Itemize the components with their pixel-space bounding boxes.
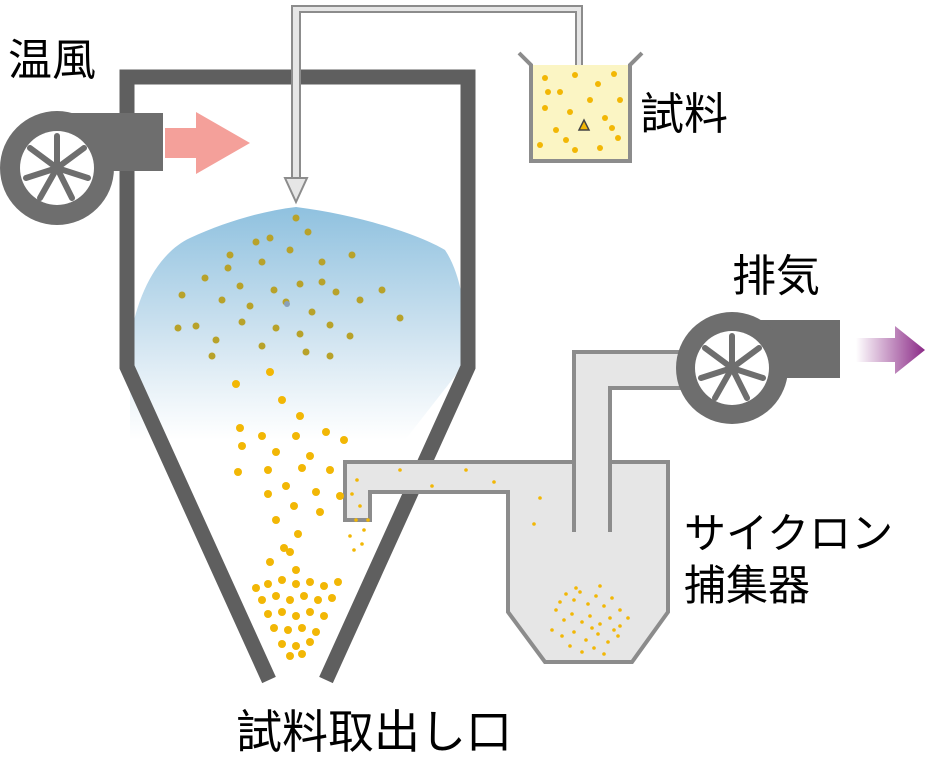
cyclone-collected-particles [550, 584, 630, 656]
blower-fan-icon [676, 312, 840, 424]
blower-fan-icon [0, 111, 163, 225]
hot-air-label: 温風 [8, 35, 96, 86]
exhaust-arrow [856, 326, 925, 374]
spray-particles [174, 214, 404, 360]
cyclone-collector-label: サイクロン 捕集器 [684, 508, 893, 612]
spray-cloud [130, 207, 467, 440]
hot-air-arrow [165, 112, 250, 174]
beaker-icon [517, 51, 644, 163]
inlet-particles [348, 468, 542, 552]
nozzle-icon [283, 177, 309, 205]
exhaust-label: 排気 [732, 251, 820, 302]
sample-outlet-label: 試料取出し口 [236, 705, 512, 759]
collected-particles [252, 576, 342, 660]
nozzle-droplet [284, 301, 290, 307]
cyclone-body [343, 460, 670, 664]
cyclone-label-line1: サイクロン [684, 509, 894, 558]
sample-label: 試料 [640, 89, 728, 140]
falling-particles [232, 368, 348, 574]
cyclone-label-line2: 捕集器 [684, 561, 811, 610]
